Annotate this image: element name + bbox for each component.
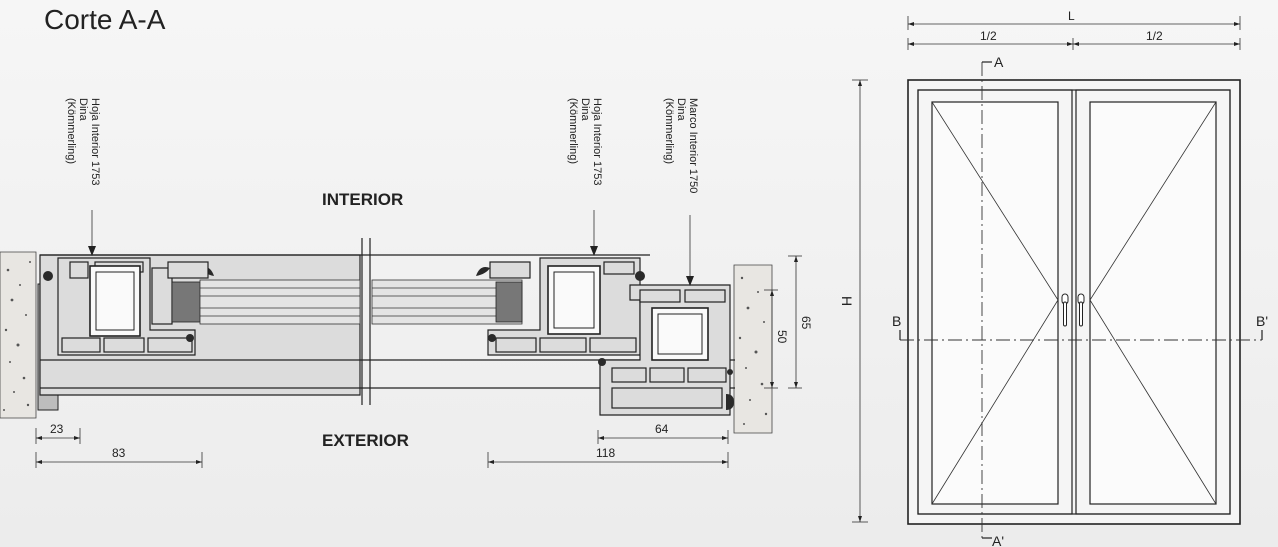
dim-L-text: L [1068, 9, 1075, 23]
dim-H-text: H [839, 296, 855, 306]
dimension-83: 83 [35, 446, 203, 468]
dim-64-text: 64 [655, 422, 669, 436]
dim-118-text: 118 [596, 446, 615, 460]
dim-50-text: 50 [775, 330, 789, 344]
door-handles [1061, 293, 1085, 327]
dimension-L: L [907, 9, 1241, 30]
dimension-65: 65 [788, 255, 813, 389]
wall-left-texture [3, 261, 31, 411]
section-B-prime-label: B' [1256, 313, 1268, 329]
interior-label: INTERIOR [322, 190, 403, 209]
section-A-label: A [994, 54, 1004, 70]
dim-65-text: 65 [799, 316, 813, 330]
break-marks [361, 238, 371, 405]
dimension-halves: 1/2 1/2 [907, 29, 1241, 50]
left-leaf-opening-lines [931, 101, 1059, 505]
wall-right [733, 264, 773, 434]
glazing-left [167, 261, 361, 325]
dim-23-text: 23 [50, 422, 64, 436]
wall-right-texture [738, 276, 768, 425]
dimension-23: 23 [35, 422, 81, 444]
dim-83-text: 83 [112, 446, 126, 460]
page-title: Corte A-A [44, 4, 166, 35]
label-right-sash: Hoja Interior 1753 Dina (Kömmerling) [567, 98, 603, 189]
glazing-right [371, 261, 531, 325]
exterior-label: EXTERIOR [322, 431, 409, 450]
dimension-H: H [839, 79, 868, 523]
dimension-50: 50 [764, 289, 789, 389]
wall-left [0, 251, 37, 419]
dim-half-left-text: 1/2 [980, 29, 997, 43]
right-frame-profile [598, 284, 734, 416]
leader-lines [88, 210, 694, 286]
section-A-prime-label: A' [992, 533, 1004, 547]
right-leaf-glass [1089, 101, 1217, 505]
label-left-sash: Hoja Interior 1753 Dina (Kömmerling) [65, 98, 101, 189]
right-leaf [1075, 89, 1231, 515]
label-frame: Marco Interior 1750 Dina (Kömmerling) [663, 98, 699, 196]
right-leaf-opening-lines [1089, 101, 1217, 505]
left-leaf [917, 89, 1073, 515]
dim-half-right-text: 1/2 [1146, 29, 1163, 43]
section-B-label: B [892, 313, 901, 329]
left-leaf-glass [931, 101, 1059, 505]
dimension-64: 64 [597, 422, 729, 444]
right-sash-profile [476, 257, 645, 356]
dimension-118: 118 [487, 446, 729, 468]
elevation-view: L 1/2 1/2 H [839, 9, 1268, 547]
section-view: Hoja Interior 1753 Dina (Kömmerling) Hoj… [0, 98, 813, 468]
